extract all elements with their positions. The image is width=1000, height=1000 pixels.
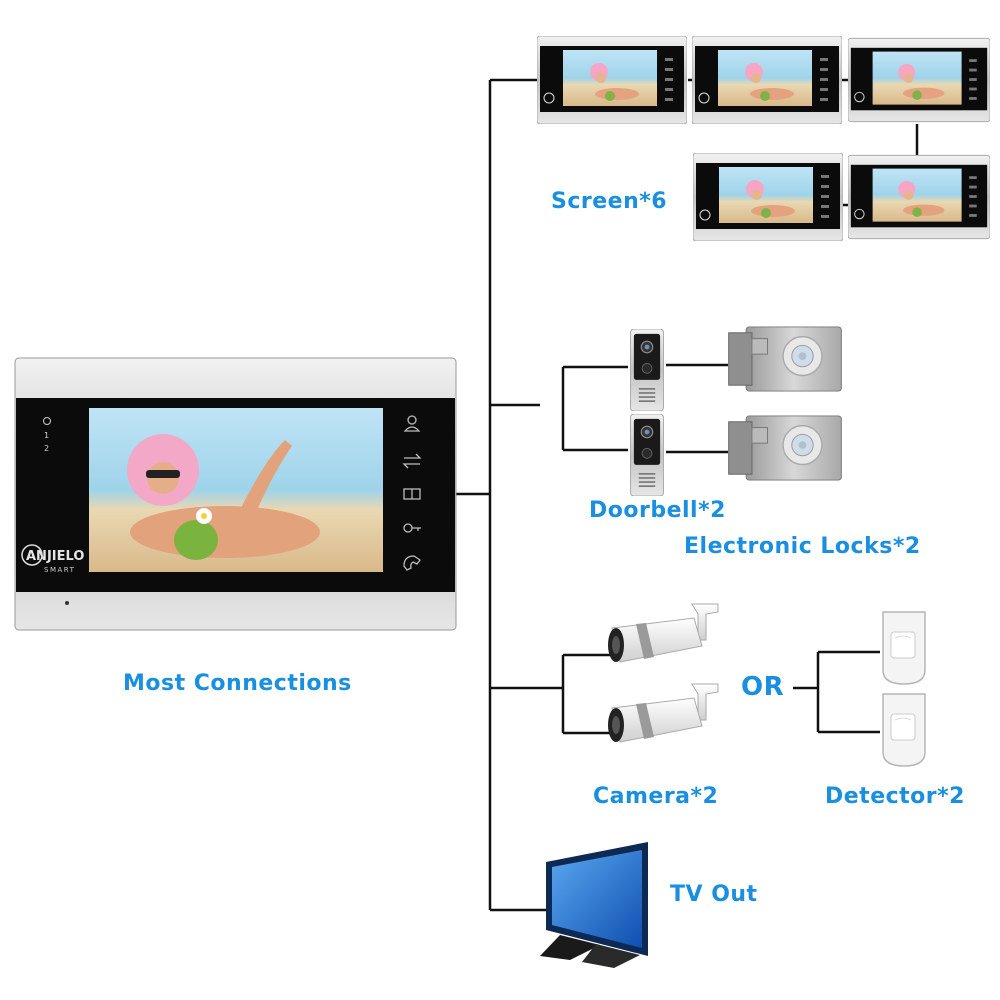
doorbell-label: Doorbell*2 (589, 498, 726, 523)
detector-label: Detector*2 (825, 784, 965, 809)
wiring (456, 78, 919, 912)
camera-label: Camera*2 (593, 784, 719, 809)
key-icon (403, 523, 421, 533)
screen-4 (693, 153, 843, 241)
brand-name: ANJIELO (26, 549, 84, 564)
lock-2 (727, 415, 843, 481)
screen-2 (692, 36, 842, 124)
or-label: OR (741, 672, 785, 702)
person-icon (403, 415, 421, 432)
camera-1 (607, 603, 719, 663)
locks-label: Electronic Locks*2 (684, 534, 921, 559)
handset-icon (403, 555, 421, 571)
camera-2 (607, 683, 719, 743)
main-label: Most Connections (123, 671, 352, 696)
main-monitor: 1 2 ANJIELO SMART (14, 357, 457, 631)
screen-1 (537, 36, 687, 124)
indicator-2: 2 (44, 444, 49, 453)
tv-label: TV Out (670, 882, 758, 907)
indicator-1: 1 (44, 431, 49, 440)
brand-sub: SMART (44, 566, 75, 574)
lock-group (727, 326, 843, 481)
trunk-wire (456, 80, 492, 910)
camera-wire (490, 653, 612, 735)
camera-group (607, 603, 719, 743)
detector-wire (793, 650, 880, 734)
doorbell-2 (629, 414, 665, 496)
doorbell-group (629, 329, 665, 496)
screen-wire (490, 78, 919, 207)
lock-1 (727, 326, 843, 392)
screen-3 (848, 37, 990, 123)
doorbell-wire (490, 363, 728, 454)
detector-group (882, 611, 926, 767)
tv-icon (540, 842, 648, 968)
transfer-icon (402, 453, 422, 469)
doorbell-1 (629, 329, 665, 411)
detector-1 (882, 611, 926, 685)
monitor-icon (403, 488, 421, 500)
main-monitor-screen (89, 408, 383, 572)
detector-2 (882, 693, 926, 767)
screens-label: Screen*6 (551, 189, 668, 214)
screen-5 (848, 154, 990, 240)
brand-logo: ANJIELO SMART (21, 544, 84, 574)
